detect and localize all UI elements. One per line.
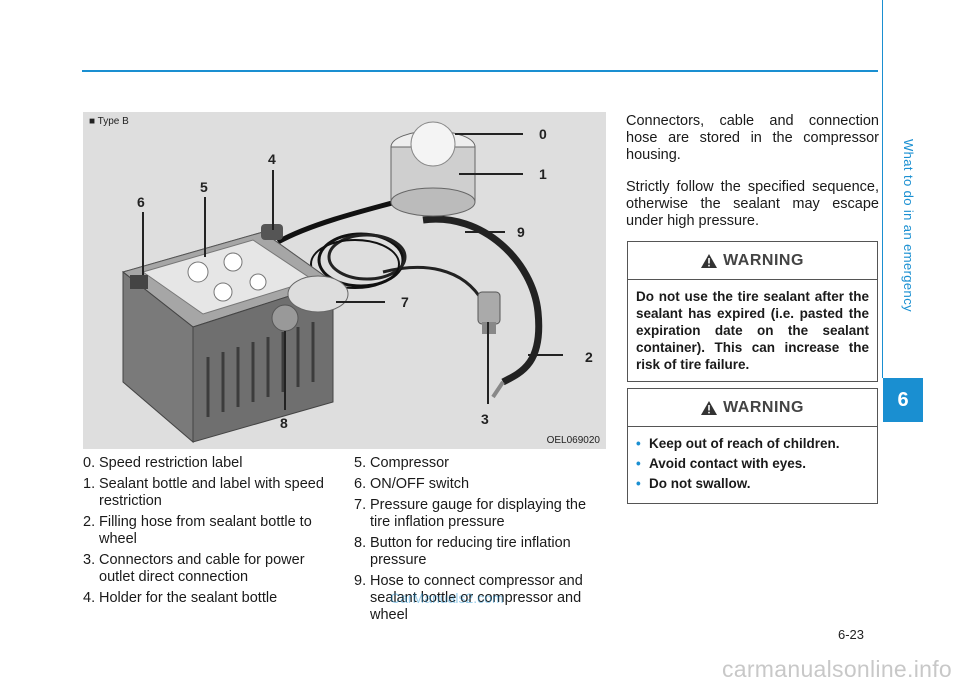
callout-0: 0: [539, 126, 547, 142]
callout-5: 5: [200, 179, 208, 195]
watermark: CarManuals2.com: [390, 590, 504, 606]
warning-item: Keep out of reach of children.: [636, 435, 869, 452]
callout-4: 4: [268, 151, 276, 167]
legend-item: 5.Compressor: [354, 455, 449, 471]
legend-item: 9.Hose to connect compressor and sealant…: [354, 573, 583, 623]
page-number: 6-23: [838, 627, 865, 642]
body-paragraph: Strictly follow the specified sequence, …: [626, 179, 879, 229]
warning-header: WARNING: [628, 389, 877, 427]
body-text: Connectors, cable and connection hose ar…: [626, 113, 879, 245]
legend-left: 0.Speed restriction label 1.Sealant bott…: [83, 455, 335, 611]
side-rule: [882, 0, 883, 378]
warning-icon: [701, 400, 718, 415]
callout-7: 7: [401, 294, 409, 310]
warning-text: Do not use the tire sealant after the se…: [636, 289, 869, 372]
callout-1: 1: [539, 166, 547, 182]
callout-8: 8: [280, 415, 288, 431]
site-footer: carmanualsonline.info: [721, 656, 952, 682]
legend-item: 4.Holder for the sealant bottle: [83, 590, 278, 606]
warning-title: WARNING: [723, 398, 804, 416]
chapter-number: 6: [883, 378, 923, 422]
callout-3: 3: [481, 411, 489, 427]
body-paragraph: Connectors, cable and connection hose ar…: [626, 113, 879, 163]
warning-item: Avoid contact with eyes.: [636, 455, 869, 472]
warning-list: Keep out of reach of children. Avoid con…: [628, 427, 877, 503]
warning-header: WARNING: [628, 242, 877, 280]
legend-item: 1.Sealant bottle and label with speed re…: [83, 476, 324, 509]
legend-right: 5.Compressor 6.ON/OFF switch 7.Pressure …: [354, 455, 606, 628]
chapter-title: What to do in an emergency: [901, 138, 916, 312]
legend-item: 8.Button for reducing tire inflation pre…: [354, 535, 571, 568]
figure-type-tag: ■ Type B: [89, 116, 129, 127]
legend-item: 3.Connectors and cable for power outlet …: [83, 552, 305, 585]
figure-code: OEL069020: [546, 435, 600, 446]
warning-item: Do not swallow.: [636, 475, 869, 492]
callout-9: 9: [517, 224, 525, 240]
compressor-figure: ■ Type B: [83, 112, 606, 449]
top-rule: [82, 70, 878, 72]
warning-icon: [701, 253, 718, 268]
compressor-illustration: 0 1 2 3 4 5 6 7 8 9: [121, 121, 593, 444]
warning-title: WARNING: [723, 251, 804, 269]
warning-box-safety: WARNING Keep out of reach of children. A…: [627, 388, 878, 504]
callout-2: 2: [585, 349, 593, 365]
warning-box-expiry: WARNING Do not use the tire sealant afte…: [627, 241, 878, 382]
callout-6: 6: [137, 194, 145, 210]
legend-item: 6.ON/OFF switch: [354, 476, 470, 492]
legend-item: 0.Speed restriction label: [83, 455, 243, 471]
legend-item: 2.Filling hose from sealant bottle to wh…: [83, 514, 312, 547]
legend-item: 7.Pressure gauge for displaying the tire…: [354, 497, 587, 530]
